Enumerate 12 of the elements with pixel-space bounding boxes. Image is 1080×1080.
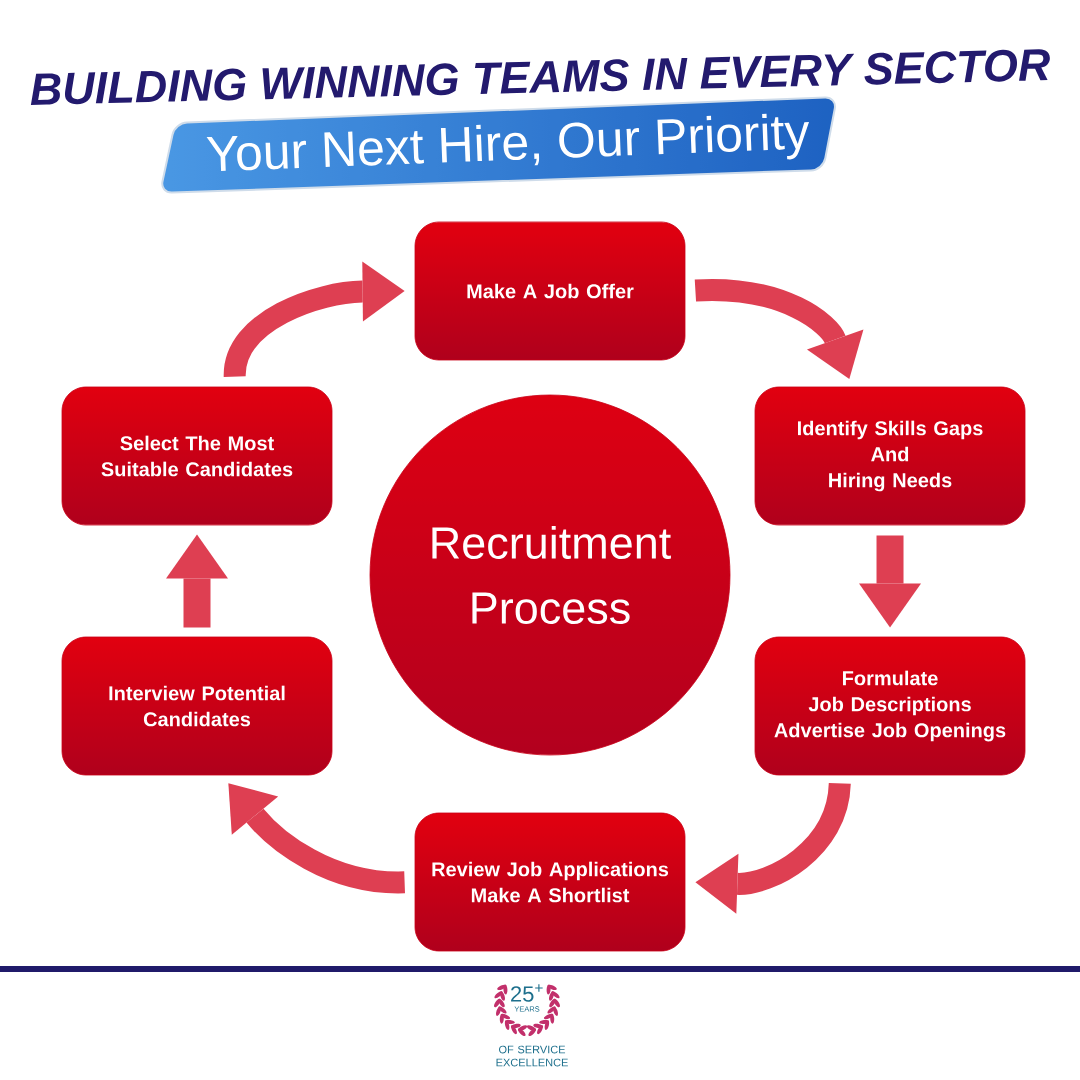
process-box: Make A Job Offer (414, 221, 686, 361)
process-box: Review Job Applications Make A Shortlist (414, 812, 686, 952)
badge-number: 25$^{+}$ (511, 984, 543, 1002)
badge-caption: OF SERVICE EXCELLENCE (496, 1045, 568, 1067)
process-box: Identify Skills Gaps And Hiring Needs (754, 386, 1026, 526)
arrow (695, 278, 864, 380)
process-box: Formulate Job Descriptions Advertise Job Openings (754, 636, 1026, 776)
process-box: Interview Potential Candidates (61, 636, 333, 776)
arrow (859, 535, 921, 628)
arrow (228, 783, 405, 894)
arrow (166, 534, 228, 628)
process-box: Select The Most Suitable Candidates (61, 386, 333, 526)
